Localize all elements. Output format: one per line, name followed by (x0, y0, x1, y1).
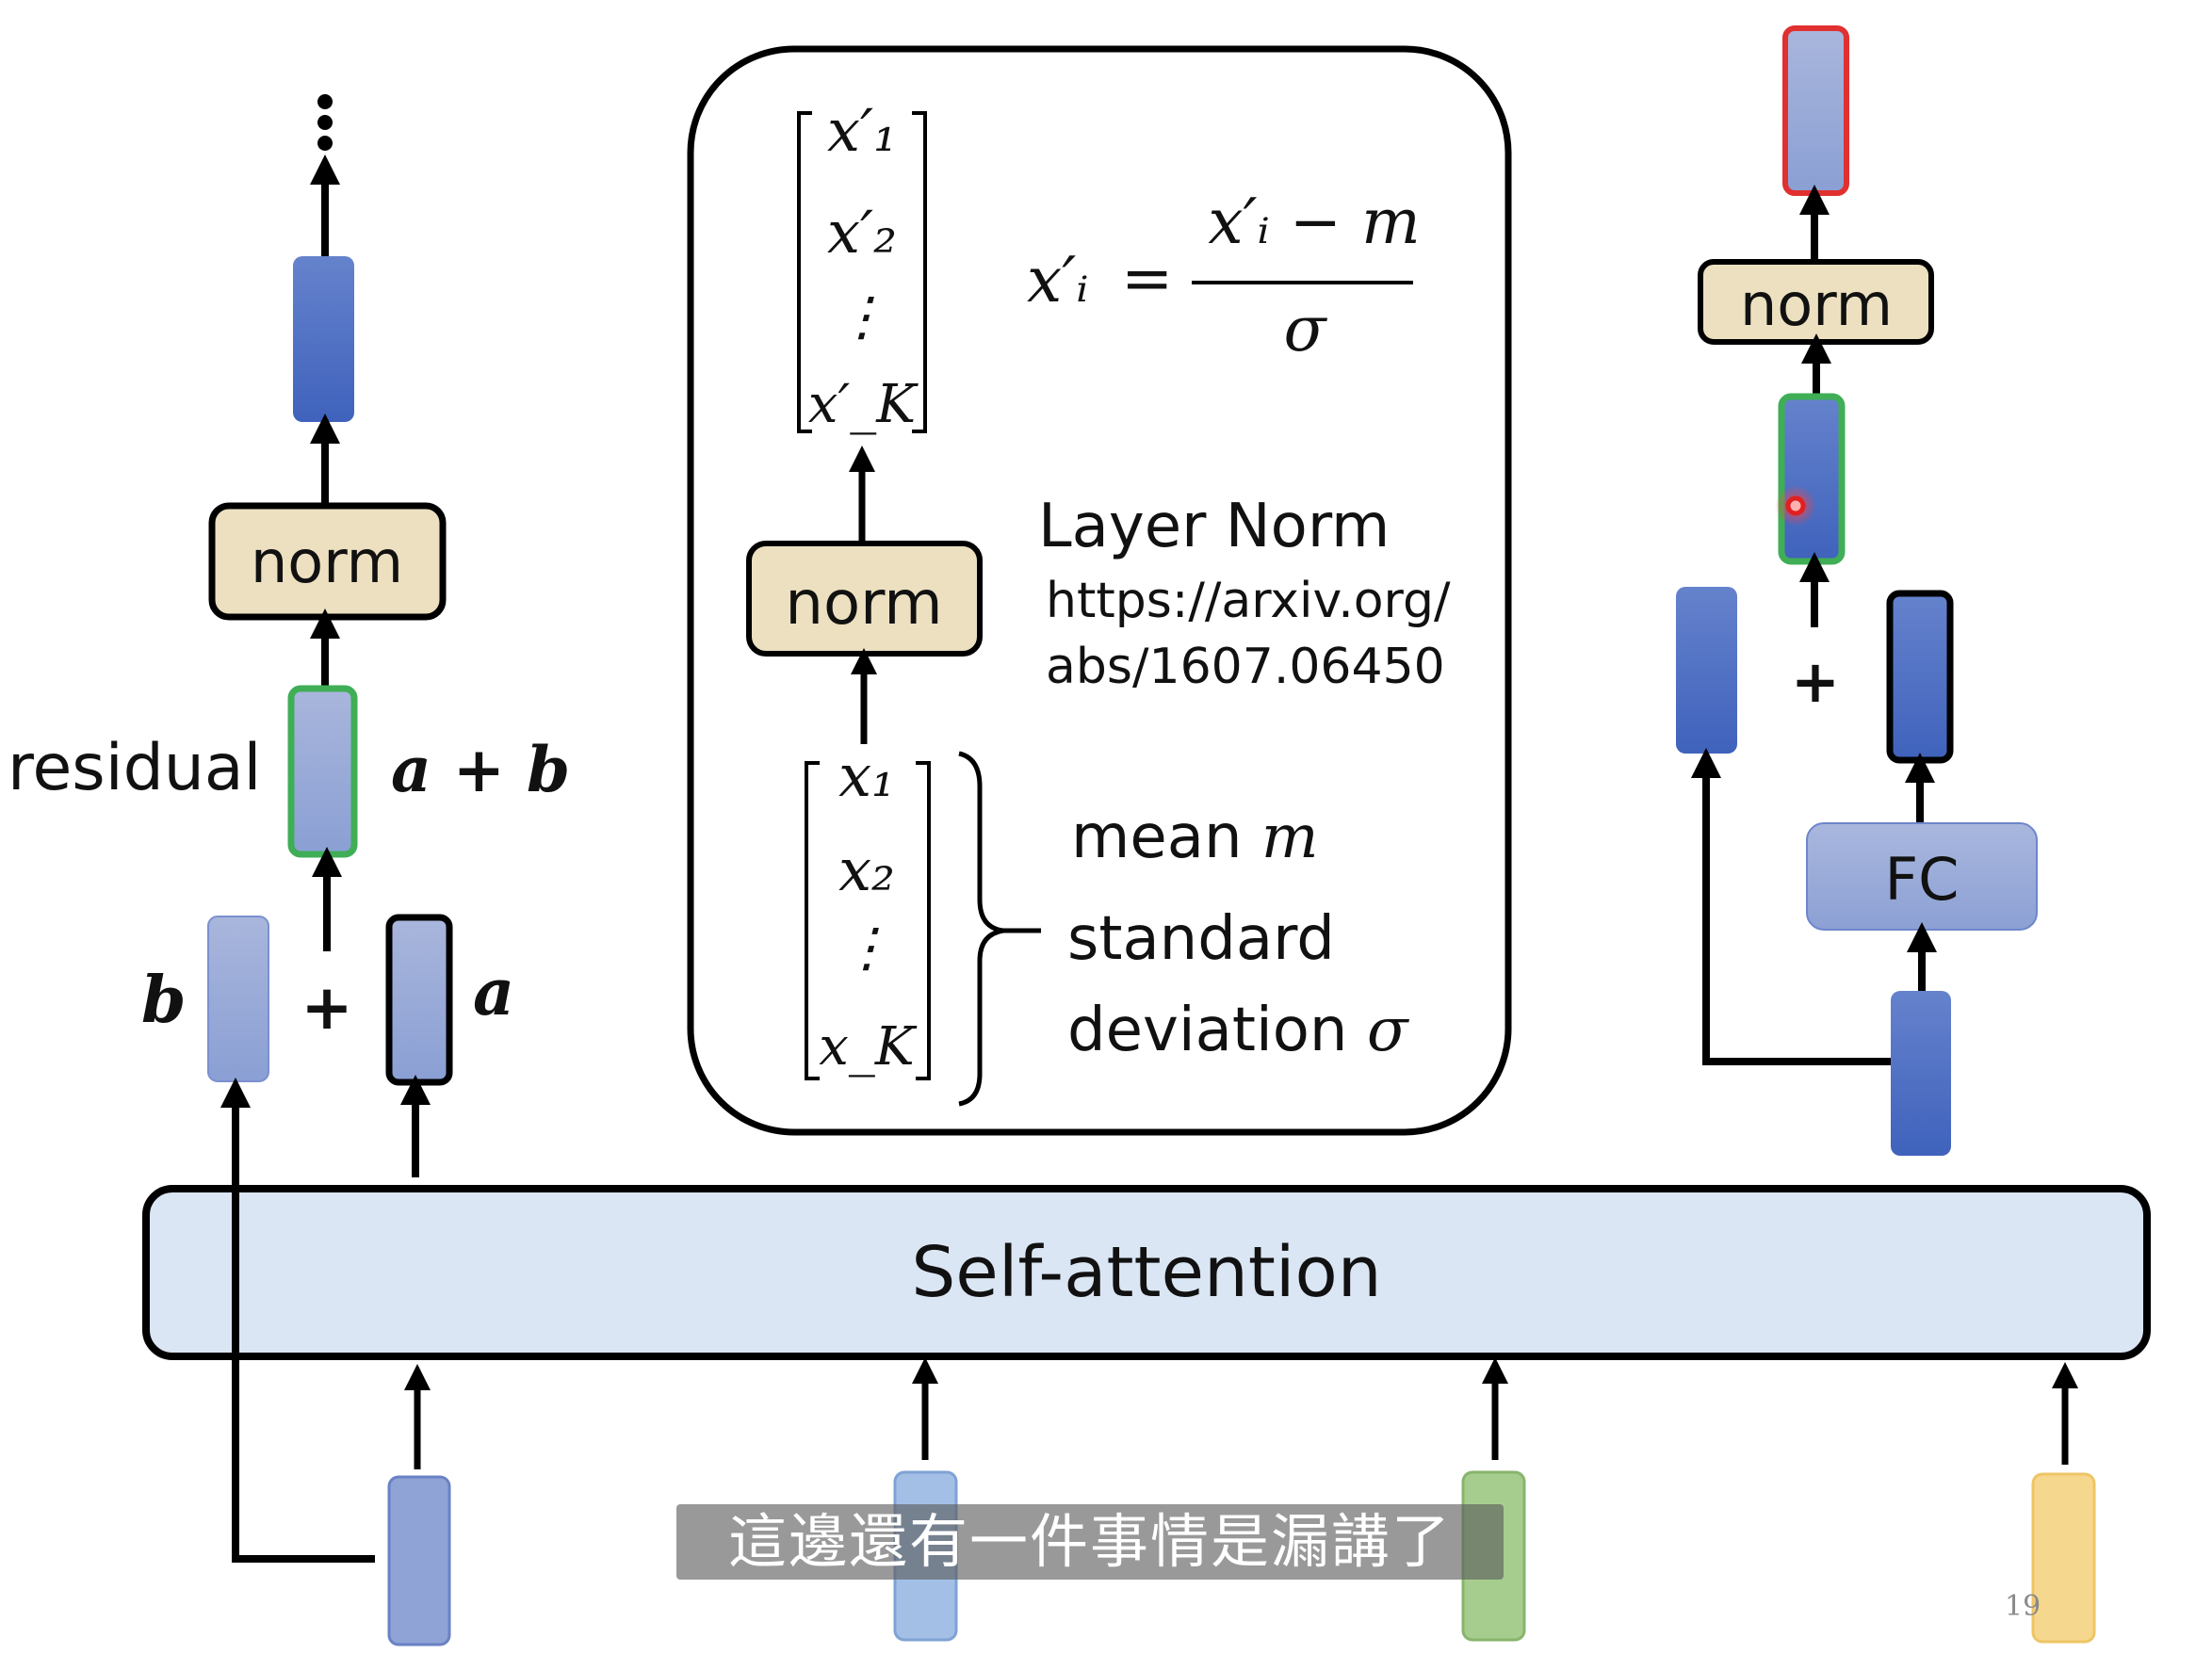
final-output-box (1782, 25, 1849, 196)
input-vector-1 (387, 1475, 451, 1646)
formula-lhs: x′ᵢ (1027, 244, 1088, 316)
ellipsis-dots (317, 94, 333, 151)
left-residual-block: norm residual a + b + b a (8, 94, 570, 1563)
residual-label: residual (8, 731, 261, 805)
std-label-line1: standard (1067, 904, 1335, 974)
input-xK: x_K (819, 1016, 918, 1078)
right-plus-sign: + (1791, 647, 1840, 716)
output-vector-matrix: x′₁ x′₂ ⋮ x′_K (797, 96, 927, 435)
input-dots: ⋮ (840, 917, 893, 979)
input-vector-matrix: x₁ x₂ ⋮ x_K (805, 741, 931, 1080)
formula-numerator: x′ᵢ − m (1208, 186, 1420, 258)
mean-label: mean m (1071, 803, 1319, 872)
curly-brace (958, 751, 1041, 1107)
paper-link-line1[interactable]: https://arxiv.org/ (1046, 573, 1451, 629)
output-vector-box (293, 256, 354, 422)
center-norm-label: norm (785, 569, 942, 639)
a-label: a (473, 955, 514, 1030)
input-vector-4 (2031, 1472, 2096, 1644)
std-label-line2: deviation σ (1067, 996, 1410, 1065)
input-x2: x₂ (838, 835, 895, 904)
residual-sum-box (287, 685, 358, 858)
output-xK: x′_K (808, 374, 919, 435)
output-dots: ⋮ (836, 286, 888, 348)
sum-label: a + b (391, 733, 570, 806)
fc-label: FC (1885, 845, 1960, 914)
panel-border (687, 45, 1512, 1136)
plus-sign: + (301, 971, 352, 1044)
formula-equals: = (1121, 242, 1173, 315)
self-attention-label: Self-attention (911, 1232, 1381, 1313)
normalization-formula: x′ᵢ = x′ᵢ − m σ (1027, 186, 1421, 365)
layer-norm-title: Layer Norm (1038, 492, 1390, 561)
b-vector-box (207, 916, 269, 1082)
output-x1: x′₁ (827, 96, 897, 165)
paper-link-line2[interactable]: abs/1607.06450 (1046, 639, 1445, 695)
right-skip-vector-box (1676, 587, 1737, 754)
right-ffn-block: norm + FC (1676, 25, 2038, 1156)
output-x2: x′₂ (827, 198, 897, 267)
layer-norm-panel: x′₁ x′₂ ⋮ x′_K x′ᵢ = x′ᵢ − m σ norm Laye… (687, 45, 1512, 1136)
right-norm-label: norm (1740, 270, 1893, 339)
right-skip-connection (1691, 748, 1891, 1065)
video-subtitle: 這邊還有一件事情是漏講了 (676, 1504, 1504, 1580)
laser-pointer-icon (1775, 485, 1816, 527)
formula-denominator: σ (1283, 293, 1327, 365)
a-vector-box (385, 914, 453, 1086)
right-fc-output-box (1886, 590, 1954, 764)
right-residual-box (1778, 393, 1846, 565)
input-x1: x₁ (838, 741, 895, 810)
self-attention-block (142, 1185, 2151, 1360)
norm-label: norm (251, 527, 403, 596)
right-input-vector-box (1891, 991, 1951, 1156)
b-label: b (141, 963, 187, 1038)
slide-page-number: 19 (2005, 1590, 2041, 1623)
